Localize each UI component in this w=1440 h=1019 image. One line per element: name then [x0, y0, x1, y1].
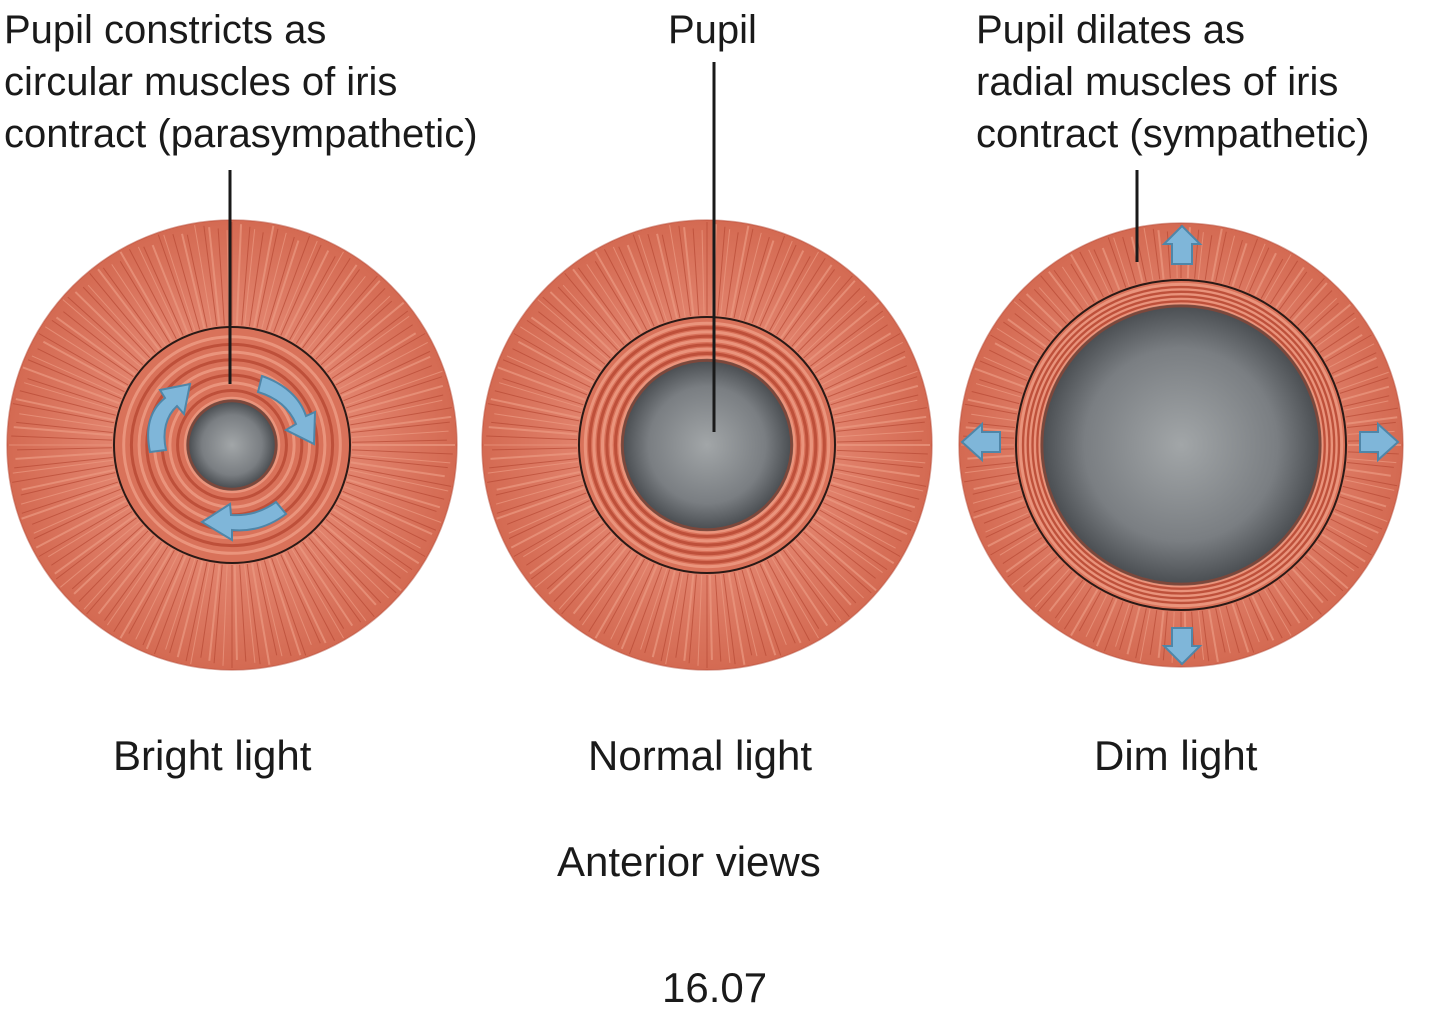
leader-lines: [228, 62, 1139, 432]
block-arrow-icon: [1161, 224, 1203, 265]
callout-dilate-line-3: contract (sympathetic): [976, 112, 1370, 156]
pupil: [189, 402, 275, 488]
callout-pupil: Pupil: [668, 4, 757, 56]
radial-fibers: [484, 222, 930, 668]
radial-fibers: [9, 222, 455, 668]
callout-pupil-line-1: Pupil: [668, 8, 757, 52]
caption-normal-light: Normal light: [588, 732, 813, 779]
pupil: [1043, 307, 1319, 583]
block-arrow-icon: [960, 421, 1001, 463]
curved-arrow-icon: [256, 374, 317, 446]
callout-dilate-line-1: Pupil dilates as: [976, 8, 1246, 52]
curved-arrow-icon: [200, 500, 288, 542]
circular-muscle-arrows: [147, 374, 317, 542]
iris-normal-light: [481, 219, 933, 671]
callout-dilate-line-2: radial muscles of iris: [976, 60, 1339, 104]
caption-dim-light: Dim light: [1094, 732, 1258, 779]
block-arrow-icon: [1359, 421, 1400, 463]
radial-muscle-arrows: [960, 224, 1400, 666]
callout-constrict-line-3: contract (parasympathetic): [4, 112, 478, 156]
callout-constrict-line-1: Pupil constricts as: [4, 8, 327, 52]
iris-dim-light: [958, 222, 1404, 668]
curved-arrow-icon: [147, 382, 192, 454]
block-arrow-icon: [1161, 627, 1203, 666]
callout-constrict-line-2: circular muscles of iris: [4, 60, 398, 104]
callout-constrict: Pupil constricts as circular muscles of …: [4, 4, 478, 160]
view-label: Anterior views: [557, 838, 821, 885]
pupil: [623, 361, 791, 529]
callout-dilate: Pupil dilates as radial muscles of iris …: [976, 4, 1369, 160]
figure-number: 16.07: [662, 964, 768, 1011]
iris-bright-light: [6, 219, 458, 671]
caption-bright-light: Bright light: [113, 732, 312, 779]
